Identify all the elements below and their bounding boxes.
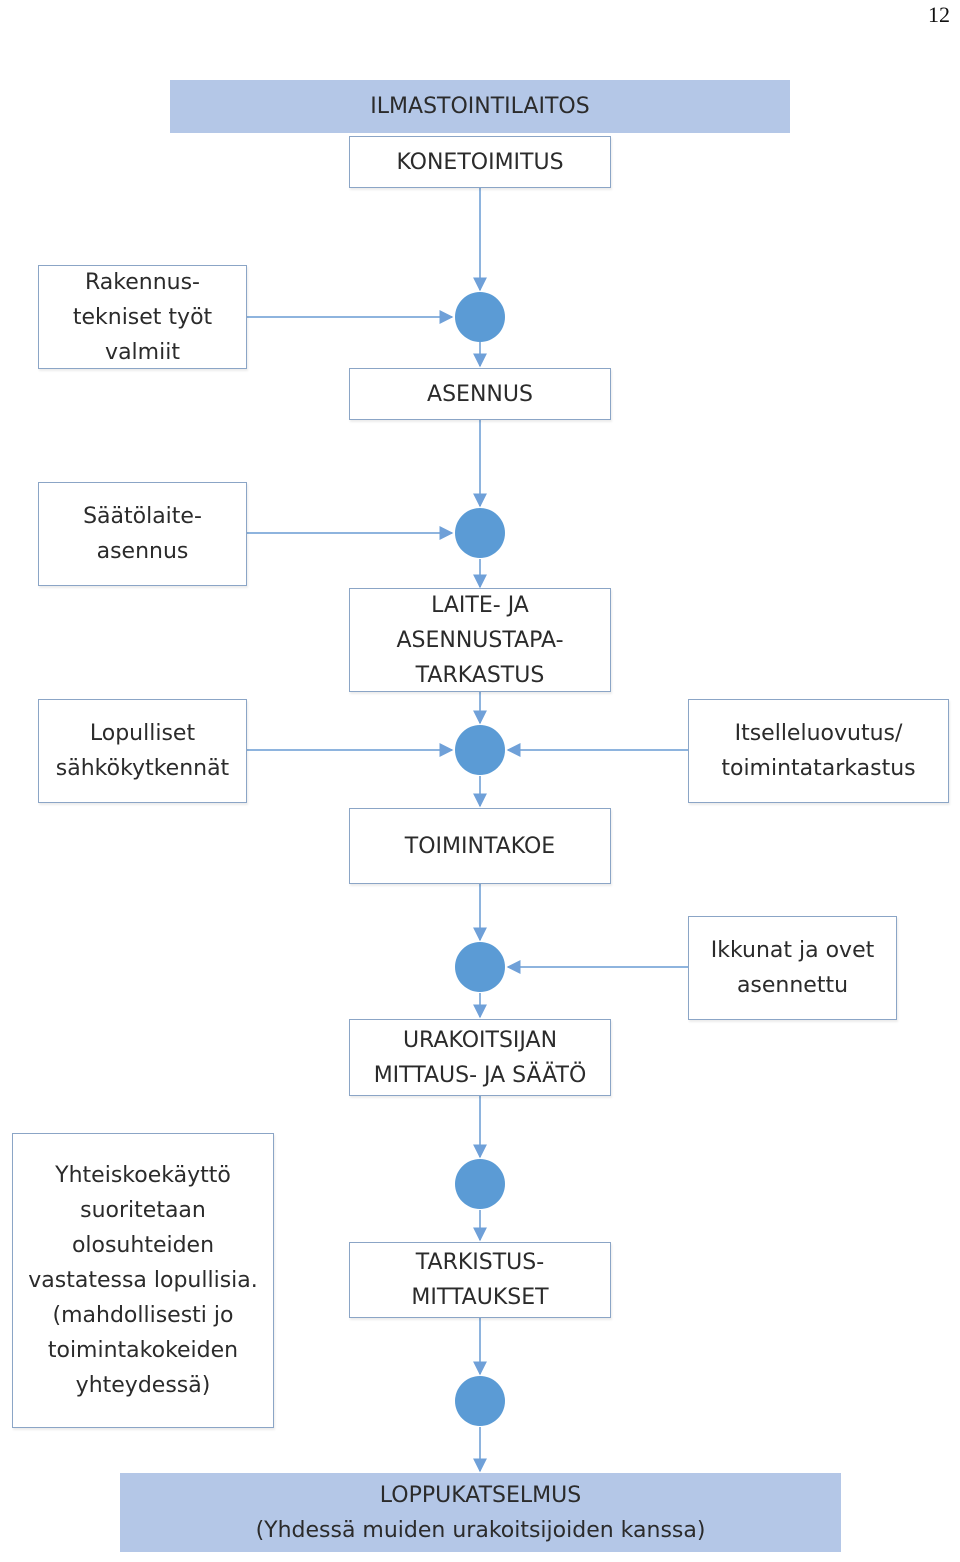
note-yhteiskoekaytto: Yhteiskoekäyttö suoritetaan olosuhteiden… — [12, 1133, 274, 1428]
footer-loppukatselmus: LOPPUKATSELMUS (Yhdessä muiden urakoitsi… — [120, 1473, 841, 1552]
junction-node-2 — [455, 508, 505, 558]
input-lopulliset-sahkokytkennat: Lopulliset sähkökytkennät — [38, 699, 247, 803]
junction-node-5 — [455, 1159, 505, 1209]
junction-node-3 — [455, 725, 505, 775]
step-laite-ja-asennustapatarkastus: LAITE- JA ASENNUSTAPA- TARKASTUS — [349, 588, 611, 692]
junction-node-1 — [455, 292, 505, 342]
header-ilmastointilaitos: ILMASTOINTILAITOS — [170, 80, 790, 133]
junction-node-6 — [455, 1376, 505, 1426]
step-urakoitsijan-mittaus-ja-saato: URAKOITSIJAN MITTAUS- JA SÄÄTÖ — [349, 1019, 611, 1096]
step-tarkistusmittaukset: TARKISTUS- MITTAUKSET — [349, 1242, 611, 1318]
step-asennus: ASENNUS — [349, 368, 611, 420]
input-saatolaiteasennus: Säätölaite- asennus — [38, 482, 247, 586]
step-konetoimitus: KONETOIMITUS — [349, 136, 611, 188]
step-toimintakoe: TOIMINTAKOE — [349, 808, 611, 884]
junction-node-4 — [455, 942, 505, 992]
input-itselleluovutus: Itselleluovutus/ toimintatarkastus — [688, 699, 949, 803]
input-rakennustekniset-tyot: Rakennus- tekniset työt valmiit — [38, 265, 247, 369]
input-ikkunat-ja-ovet: Ikkunat ja ovet asennettu — [688, 916, 897, 1020]
page-number: 12 — [928, 2, 950, 27]
